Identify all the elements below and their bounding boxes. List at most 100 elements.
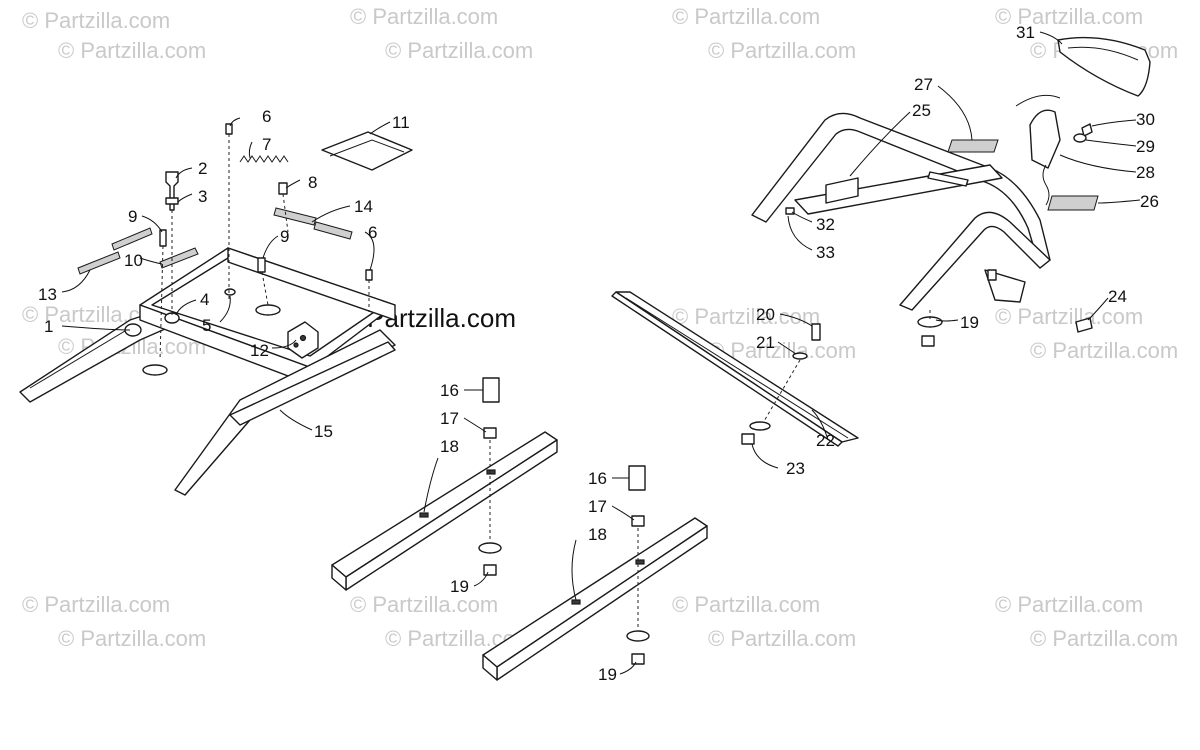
callout-20: 20 — [756, 305, 775, 324]
cover-edge — [329, 139, 405, 157]
callout-17b: 17 — [588, 497, 607, 516]
alignment-line — [159, 245, 164, 361]
leader-17b — [611, 505, 635, 521]
leader-8 — [285, 179, 301, 189]
callout-21: 21 — [756, 333, 775, 352]
bolt-17 — [483, 427, 497, 439]
spring — [239, 155, 289, 163]
leader-6a — [229, 117, 241, 127]
watermark-text: © Partzilla.com — [995, 304, 1143, 329]
runner-end — [331, 564, 347, 591]
callout-3: 3 — [198, 187, 207, 206]
grommet — [626, 630, 650, 642]
leader-23 — [751, 443, 779, 469]
callout-15: 15 — [314, 422, 333, 441]
watermark-text: © Partzilla.com — [672, 304, 820, 329]
grommet — [478, 542, 502, 554]
bolt-30 — [1081, 123, 1093, 137]
leader-27 — [937, 85, 973, 141]
leader-3 — [177, 193, 193, 203]
leader-19b — [619, 661, 637, 675]
leader-28 — [1059, 154, 1137, 173]
tail-light — [1057, 36, 1151, 97]
pin-6b — [365, 269, 373, 281]
nut-19b — [631, 653, 645, 665]
bracket-hole — [299, 334, 307, 342]
bumper-plate — [611, 291, 859, 447]
runner-slot — [635, 559, 645, 565]
leader-6b — [364, 231, 375, 271]
leader-20 — [779, 313, 813, 327]
callout-27: 27 — [914, 75, 933, 94]
watermark-text: © Partzilla.com — [708, 626, 856, 651]
watermark-text: © Partzilla.com — [708, 38, 856, 63]
watermark-text: © Partzilla.com — [58, 38, 206, 63]
leader-30 — [1091, 119, 1137, 127]
leader-12 — [271, 339, 297, 349]
seat-frame-assembly — [19, 123, 413, 496]
washer-29 — [1073, 133, 1087, 143]
leader-33 — [787, 215, 813, 251]
leader-14 — [311, 205, 351, 223]
pin-6a — [225, 123, 233, 135]
alignment-line — [282, 193, 289, 233]
leader-25 — [849, 111, 911, 177]
callout-23: 23 — [786, 459, 805, 478]
leader-11 — [369, 121, 391, 135]
callout-16a: 16 — [440, 381, 459, 400]
leader-22 — [811, 409, 829, 441]
callout-25: 25 — [912, 101, 931, 120]
runner-assembly-2 — [482, 465, 708, 681]
tail-light-lens — [1067, 46, 1139, 61]
pad-14a — [273, 207, 317, 226]
leader-24 — [1087, 297, 1109, 321]
pad-10 — [159, 247, 199, 269]
watermark-text: © Partzilla.com — [672, 592, 820, 617]
callout-19c: 19 — [960, 313, 979, 332]
cap-16b — [628, 465, 646, 491]
callout-1: 1 — [44, 317, 53, 336]
cap-16 — [482, 377, 500, 403]
leader-2 — [175, 167, 193, 179]
leader-9a — [141, 215, 163, 233]
watermark-text: © Partzilla.com — [995, 4, 1143, 29]
callout-5: 5 — [202, 316, 211, 335]
callout-19a: 19 — [450, 577, 469, 596]
rail-edge — [29, 324, 136, 389]
hitch-chain — [1042, 164, 1050, 206]
nut-19c — [921, 335, 935, 347]
hitch — [1029, 109, 1061, 169]
watermark-text: © Partzilla.com — [995, 592, 1143, 617]
washer-21 — [792, 352, 808, 360]
leader-32 — [791, 211, 813, 223]
alignment-line — [759, 359, 801, 429]
plate-lip — [611, 291, 843, 447]
bumper-tube-lower — [899, 211, 1051, 311]
grommet — [255, 304, 281, 316]
callout-8: 8 — [308, 173, 317, 192]
callout-4: 4 — [200, 290, 209, 309]
callout-19b: 19 — [598, 665, 617, 684]
callout-12: 12 — [250, 341, 269, 360]
leader-5 — [219, 295, 231, 323]
callout-10: 10 — [124, 251, 143, 270]
right-rail-top — [229, 341, 396, 426]
watermark-text: © Partzilla.com — [1030, 626, 1178, 651]
grommet — [749, 421, 771, 431]
pad-14b — [313, 221, 353, 240]
callout-9a: 9 — [128, 207, 137, 226]
leader-19c — [935, 319, 959, 322]
pad-13b — [111, 227, 153, 251]
grommet — [142, 364, 168, 376]
leader-31 — [1039, 31, 1063, 45]
leader-4 — [175, 299, 197, 316]
bracket-hole — [293, 342, 299, 348]
watermark-text: © Partzilla.com — [350, 4, 498, 29]
callout-33: 33 — [816, 243, 835, 262]
watermark-text: © Partzilla.com — [350, 592, 498, 617]
bolt-9b — [257, 257, 266, 273]
callout-labels: 1 2 3 4 5 6 6 7 8 9 9 10 11 12 13 14 15 … — [38, 23, 1159, 684]
nut-19 — [483, 564, 497, 576]
watermark-text: © Partzilla.com — [672, 4, 820, 29]
